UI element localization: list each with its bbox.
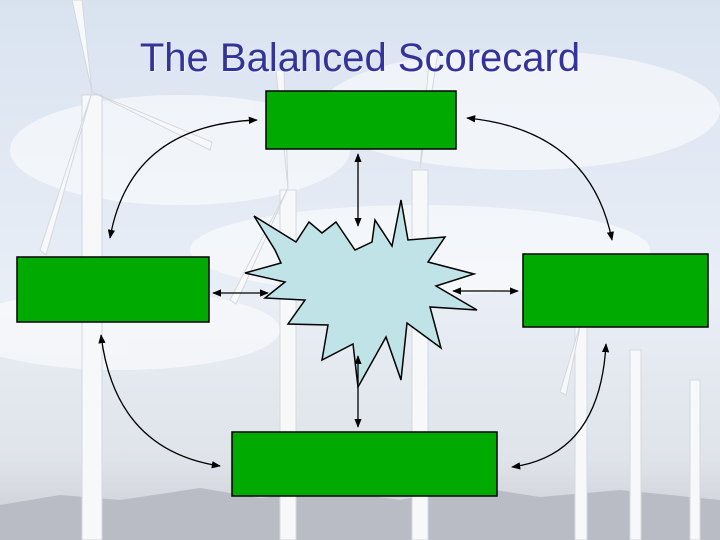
box-top (265, 90, 457, 150)
arrow-curve-bottom-left (98, 334, 221, 469)
arrow-curve-bottom-right (511, 343, 610, 470)
center-starburst (244, 199, 478, 390)
arrow-curve-top-left (107, 116, 258, 239)
box-left (16, 256, 210, 323)
slide-title: The Balanced Scorecard (139, 36, 581, 80)
mountains (0, 486, 720, 540)
arrow-curve-top-right (466, 115, 614, 241)
box-bottom (231, 431, 498, 497)
box-right (522, 253, 709, 328)
